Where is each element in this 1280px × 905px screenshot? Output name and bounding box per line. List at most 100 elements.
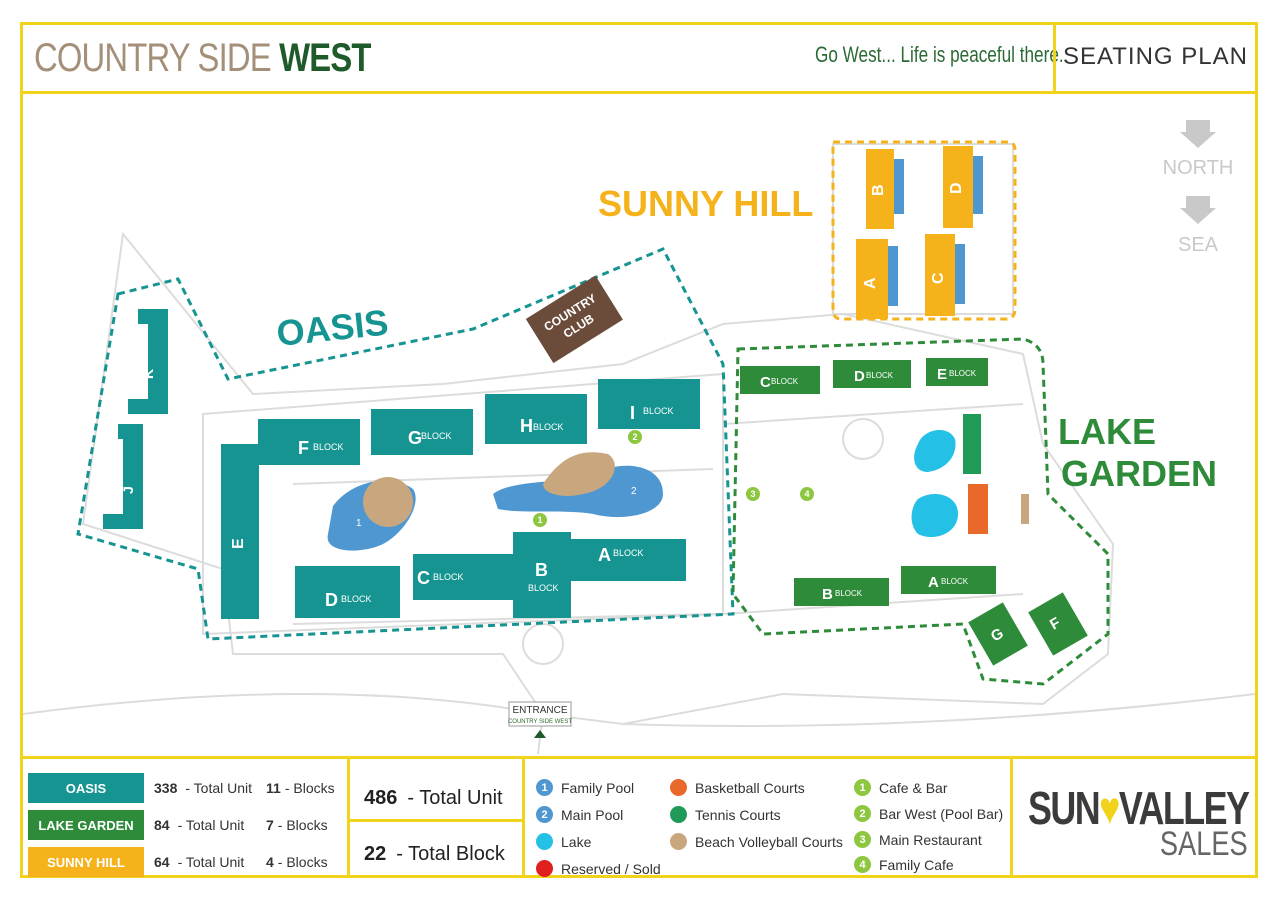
marker-cafe-bar: 1: [537, 515, 542, 525]
svg-text:C: C: [930, 272, 947, 284]
marker-bar-west: 2: [632, 432, 637, 442]
svg-text:A: A: [862, 277, 879, 289]
main-pool-dot-icon: 2: [536, 806, 553, 823]
entrance-arrow-icon: [534, 730, 546, 738]
zone-row-oasis: OASIS 338- Total Unit 11- Blocks: [28, 773, 335, 803]
entrance-sign[interactable]: ENTRANCE COUNTRY SIDE WEST: [508, 701, 572, 738]
zone-blocks-label: - Blocks: [277, 817, 328, 833]
zone-blocks-value: 7: [266, 817, 274, 833]
zone-blocks-label: - Blocks: [277, 854, 328, 870]
cafe-bar-dot-icon: 1: [854, 779, 871, 796]
svg-text:BLOCK: BLOCK: [341, 594, 372, 604]
site-map: NORTH SEA SUNNY HILL OASIS LAKE GARDEN C…: [23, 94, 1255, 756]
brand-valley: VALLEY: [1118, 782, 1250, 834]
oasis-label: OASIS: [275, 301, 391, 353]
zone-units-value: 338: [154, 780, 178, 796]
site-plan-svg: NORTH SEA SUNNY HILL OASIS LAKE GARDEN C…: [23, 120, 1255, 755]
oasis-block-f[interactable]: F: [258, 419, 360, 465]
sunny-block-d[interactable]: D: [943, 146, 983, 228]
oasis-block-b[interactable]: B: [513, 532, 571, 618]
svg-text:C: C: [417, 568, 430, 588]
svg-text:K: K: [140, 369, 156, 379]
svg-text:BLOCK: BLOCK: [421, 431, 452, 441]
sunny-block-c[interactable]: C: [925, 234, 965, 316]
zone-units-value: 64: [154, 854, 170, 870]
compass: NORTH SEA: [1163, 120, 1234, 256]
volleyball-dot-icon: [670, 833, 687, 850]
lake-1: [914, 429, 956, 472]
svg-text:A: A: [928, 574, 939, 591]
marker-family-cafe: 4: [804, 489, 809, 499]
sunny-hill-blocks: B D A C: [856, 146, 983, 319]
zone-blocks-value: 11: [266, 780, 281, 796]
brand-sun: SUN: [1028, 782, 1101, 834]
reserved-dot-icon: [536, 860, 553, 877]
svg-text:D: D: [854, 368, 865, 385]
oasis-block-e[interactable]: E: [221, 444, 259, 619]
tennis-courts: [963, 414, 981, 474]
legend-basketball: Basketball Courts: [670, 779, 805, 796]
svg-text:D: D: [325, 590, 338, 610]
north-label: NORTH: [1163, 157, 1234, 179]
header-divider: [1053, 22, 1056, 91]
marker-main-restaurant: 3: [750, 489, 755, 499]
zone-blocks-value: 4: [266, 854, 274, 870]
oasis-blocks: K J E F G H I D: [103, 309, 700, 619]
lake-block-g[interactable]: G: [968, 602, 1028, 666]
oasis-block-i[interactable]: I: [598, 379, 700, 429]
country-club[interactable]: COUNTRY CLUB: [525, 275, 623, 364]
lake-block-f[interactable]: F: [1028, 592, 1088, 656]
lake-block-a[interactable]: A: [901, 566, 996, 594]
entrance-sublabel: COUNTRY SIDE WEST: [508, 719, 572, 725]
sunny-block-b[interactable]: B: [866, 149, 904, 229]
lake-block-e[interactable]: E: [926, 358, 988, 386]
footer-divider: [1010, 759, 1013, 878]
tennis-dot-icon: [670, 806, 687, 823]
footer-divider: [347, 759, 350, 878]
lake-block-b[interactable]: B: [794, 578, 889, 606]
oasis-block-j[interactable]: J: [103, 424, 143, 529]
lake-garden-zone-outline: [731, 337, 1110, 686]
legend-lake: Lake: [536, 833, 591, 850]
brand-sales: SALES: [1160, 825, 1248, 863]
oasis-zone-outline: [76, 247, 735, 641]
logo-text-accent: WEST: [279, 36, 371, 80]
oasis-block-d[interactable]: D: [295, 566, 400, 618]
tagline: Go West... Life is peaceful there.: [815, 42, 1064, 67]
basketball-courts: [968, 484, 988, 534]
oasis-block-c[interactable]: C: [413, 554, 513, 600]
lake-garden-blocks: C D E B A G F: [740, 358, 1088, 666]
header: COUNTRY SIDE WEST Go West... Life is pea…: [20, 22, 1258, 94]
footer-divider: [522, 759, 525, 878]
svg-text:BLOCK: BLOCK: [433, 572, 464, 582]
legend-reserved-sold: Reserved / Sold: [536, 860, 661, 877]
lake-block-d[interactable]: D: [833, 360, 911, 388]
oasis-block-k[interactable]: K: [128, 309, 168, 414]
sunny-hill-label: SUNNY HILL: [598, 183, 813, 224]
svg-text:G: G: [408, 428, 422, 448]
svg-text:C: C: [760, 374, 771, 391]
zone-chip-lake-garden: LAKE GARDEN: [28, 810, 144, 840]
oasis-block-g[interactable]: G: [371, 409, 473, 455]
svg-text:BLOCK: BLOCK: [866, 371, 894, 380]
svg-text:E: E: [937, 366, 947, 383]
svg-text:BLOCK: BLOCK: [533, 422, 564, 432]
svg-text:B: B: [870, 184, 887, 196]
brand-logo: COUNTRY SIDE WEST: [34, 36, 371, 81]
oasis-block-a[interactable]: A: [571, 539, 686, 581]
zone-units-label: - Total Unit: [177, 854, 245, 870]
sunny-block-a[interactable]: A: [856, 239, 898, 319]
zone-chip-oasis: OASIS: [28, 773, 144, 803]
svg-text:F: F: [298, 438, 309, 458]
zone-units-label: - Total Unit: [177, 817, 245, 833]
lake-block-c[interactable]: C: [740, 366, 820, 394]
zone-row-sunny-hill: SUNNY HILL 64- Total Unit 4- Blocks: [28, 847, 328, 877]
oasis-block-h[interactable]: H: [485, 394, 587, 444]
svg-text:D: D: [948, 182, 965, 194]
sunny-hill-zone-outline: [831, 140, 1017, 321]
svg-text:BLOCK: BLOCK: [313, 442, 344, 452]
family-pool-number: 1: [356, 518, 362, 529]
lake-garden-label-line1: LAKE: [1058, 411, 1156, 452]
sea-arrow-icon: [1180, 196, 1216, 224]
